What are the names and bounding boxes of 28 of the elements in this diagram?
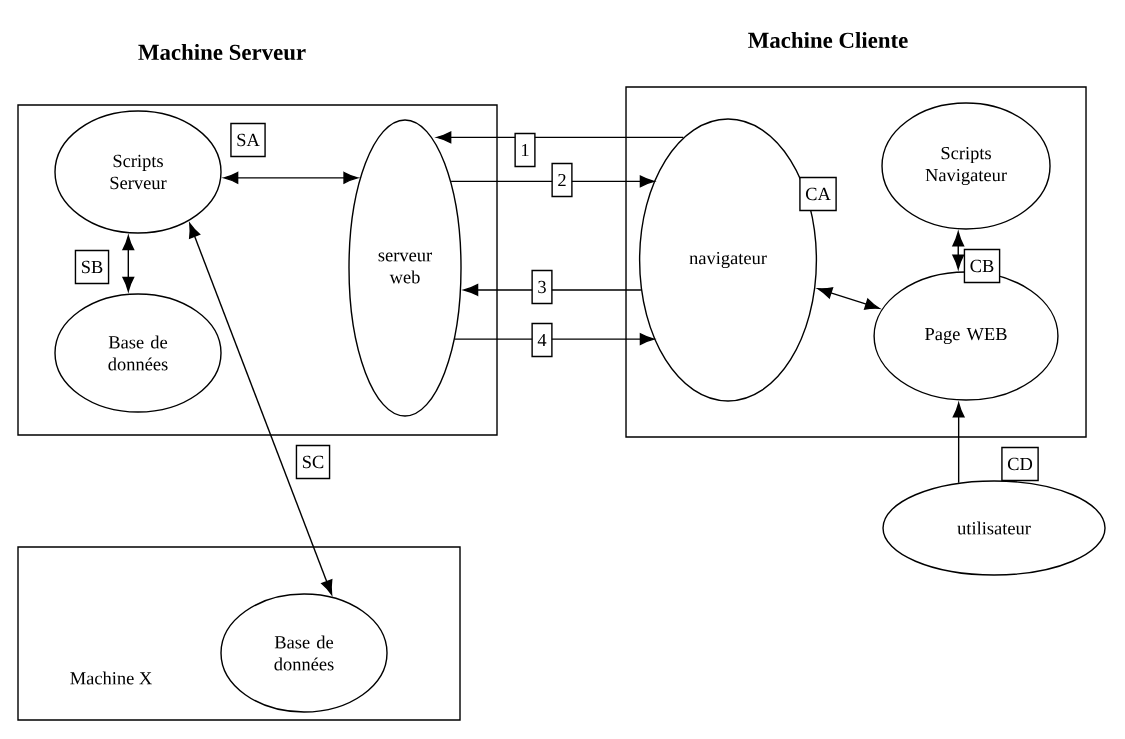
ellipse-node: utilisateur — [882, 480, 1106, 576]
ellipse-node: Base de données — [54, 293, 222, 413]
arrow — [952, 402, 965, 484]
arrow — [952, 231, 965, 270]
arrow — [463, 284, 642, 296]
arrow — [436, 131, 685, 144]
edge-label: SB — [74, 249, 110, 285]
edge-label: SC — [295, 444, 331, 480]
ellipse-node: Base de données — [220, 593, 388, 713]
node-label: Machine Cliente — [748, 31, 908, 49]
edge-label: CA — [799, 176, 837, 212]
edge-label: CB — [963, 248, 1001, 284]
edge-label: SA — [230, 122, 266, 158]
arrow — [189, 223, 333, 595]
arrow — [122, 235, 135, 292]
edge-label: 2 — [551, 162, 573, 198]
node-label: Machine Serveur — [138, 43, 306, 61]
arrow — [450, 175, 655, 188]
edge-label: 3 — [531, 269, 553, 305]
edge-label: 1 — [514, 132, 536, 168]
arrow — [454, 333, 655, 346]
edge-label: CD — [1001, 446, 1039, 482]
edge-label: 4 — [531, 322, 553, 358]
ellipse-node: Scripts Navigateur — [881, 102, 1051, 230]
arrow — [817, 287, 880, 310]
ellipse-node: Scripts Serveur — [54, 110, 222, 234]
ellipse-node: serveur web — [348, 119, 462, 417]
arrow — [223, 171, 359, 184]
